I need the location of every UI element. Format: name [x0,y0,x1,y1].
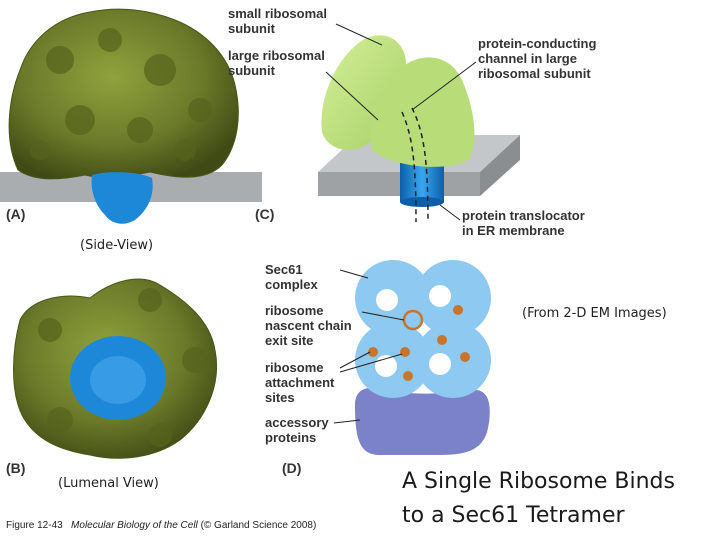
ribosome-attachment-sites [368,305,470,381]
headline-line-2: to a Sec61 Tetramer [402,503,625,528]
panel-d-image [333,260,491,455]
panel-a-image [0,8,262,224]
translocator-side-view [91,172,153,224]
accessory-proteins-shape [355,387,490,455]
caption-copyright: (© Garland Science 2008) [200,520,317,531]
headline: A Single Ribosome Binds to a Sec61 Tetra… [402,465,675,533]
figure-caption: Figure 12-43 Molecular Biology of the Ce… [6,520,316,531]
panel-c-image [318,23,520,223]
label-attachment-sites: ribosome attachment sites [265,360,335,405]
panel-d-letter: (D) [282,460,302,476]
label-exit-site: ribosome nascent chain exit site [265,303,352,348]
label-channel: protein-conducting channel in large ribo… [478,36,597,81]
label-small-subunit: small ribosomal subunit [228,6,327,36]
sec61-complex [355,260,491,398]
lumenal-view-note: (Lumenal View) [58,476,159,491]
caption-figure-number: Figure 12-43 [6,520,63,531]
membrane-front [318,172,480,196]
label-translocator: protein translocator in ER membrane [462,208,585,238]
label-large-subunit: large ribosomal subunit [228,48,325,78]
caption-book-title: Molecular Biology of the Cell [71,520,198,531]
large-subunit-shape [370,57,475,167]
em-source-note: (From 2-D EM Images) [522,306,667,321]
label-accessory: accessory proteins [265,415,329,445]
side-view-note: (Side-View) [80,238,154,253]
panel-a-letter: (A) [6,206,26,222]
panel-b-image [13,278,218,459]
label-sec61: Sec61 complex [265,262,318,292]
panel-b-letter: (B) [6,460,26,476]
panel-c-letter: (C) [255,206,275,222]
headline-line-1: A Single Ribosome Binds [402,469,675,494]
